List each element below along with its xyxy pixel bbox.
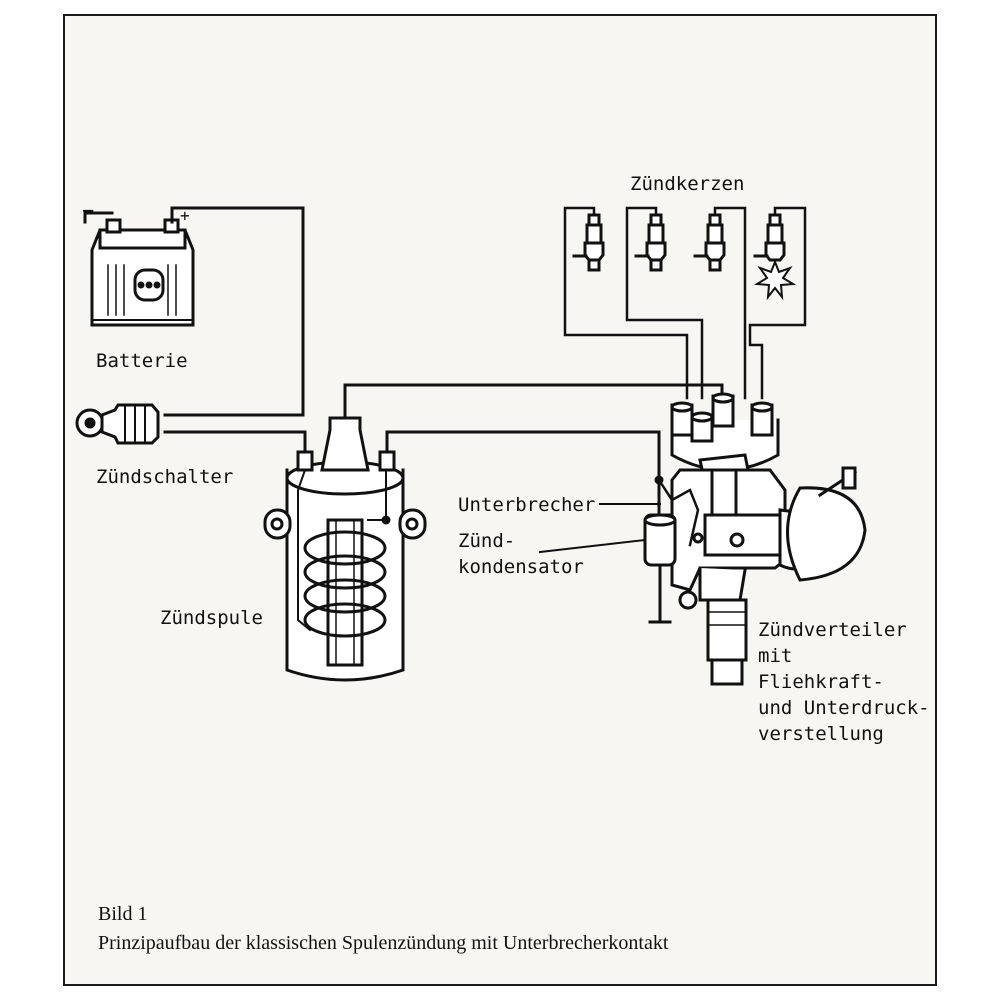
- label-zuendverteiler-line-1: Zündverteiler: [758, 619, 907, 641]
- label-zuendverteiler: Zündverteiler mit Fliehkraft- und Unterd…: [758, 617, 958, 747]
- distributor-icon: [670, 392, 867, 686]
- battery-icon: [83, 211, 195, 327]
- spark-plug-icon: [634, 213, 667, 272]
- label-zuendkondensator-line-1: Zünd-: [458, 530, 516, 552]
- spark-plug-icon: [572, 213, 605, 272]
- spark-plug-icon: [693, 213, 726, 272]
- wire-battery-plus: [163, 206, 305, 417]
- label-zuendverteiler-line-5: verstellung: [758, 723, 884, 745]
- label-zuendkondensator: Zünd- kondensator: [458, 528, 658, 580]
- label-batterie: Batterie: [96, 350, 188, 372]
- spark-plug-icon: [753, 213, 786, 262]
- label-zuendverteiler-line-3: Fliehkraft-: [758, 671, 884, 693]
- condenser-icon: [643, 478, 677, 624]
- battery-minus-label: −: [82, 198, 95, 222]
- wire-plug-1: [563, 206, 689, 400]
- label-zuendkerzen: Zündkerzen: [630, 173, 745, 195]
- caption-text: Prinzipaufbau der klassischen Spulenzünd…: [98, 932, 669, 954]
- battery-plus-label: +: [180, 206, 190, 225]
- breaker-contact-icon: [654, 475, 704, 547]
- ignition-switch-icon: [75, 403, 160, 445]
- wire-coil-high-voltage: [343, 383, 724, 420]
- figure-frame: [63, 14, 937, 986]
- label-zuendverteiler-line-4: und Unterdruck-: [758, 697, 930, 719]
- ignition-coil-icon: [263, 416, 427, 682]
- wire-plug-2: [625, 206, 704, 400]
- wire-plug-3: [713, 206, 747, 400]
- caption-number: Bild 1: [98, 903, 148, 925]
- leader-kondensator: [538, 538, 647, 554]
- label-zuendkondensator-line-2: kondensator: [458, 556, 584, 578]
- label-unterbrecher: Unterbrecher: [458, 494, 596, 516]
- label-zuendverteiler-line-2: mit: [758, 645, 793, 667]
- wire-switch-to-coil: [163, 430, 307, 457]
- wire-coil-to-breaker: [385, 430, 661, 482]
- label-zuendspule: Zündspule: [160, 607, 263, 629]
- label-zuendschalter: Zündschalter: [96, 466, 234, 488]
- wire-plug-4: [748, 206, 807, 400]
- spark-flash-icon: [753, 259, 797, 301]
